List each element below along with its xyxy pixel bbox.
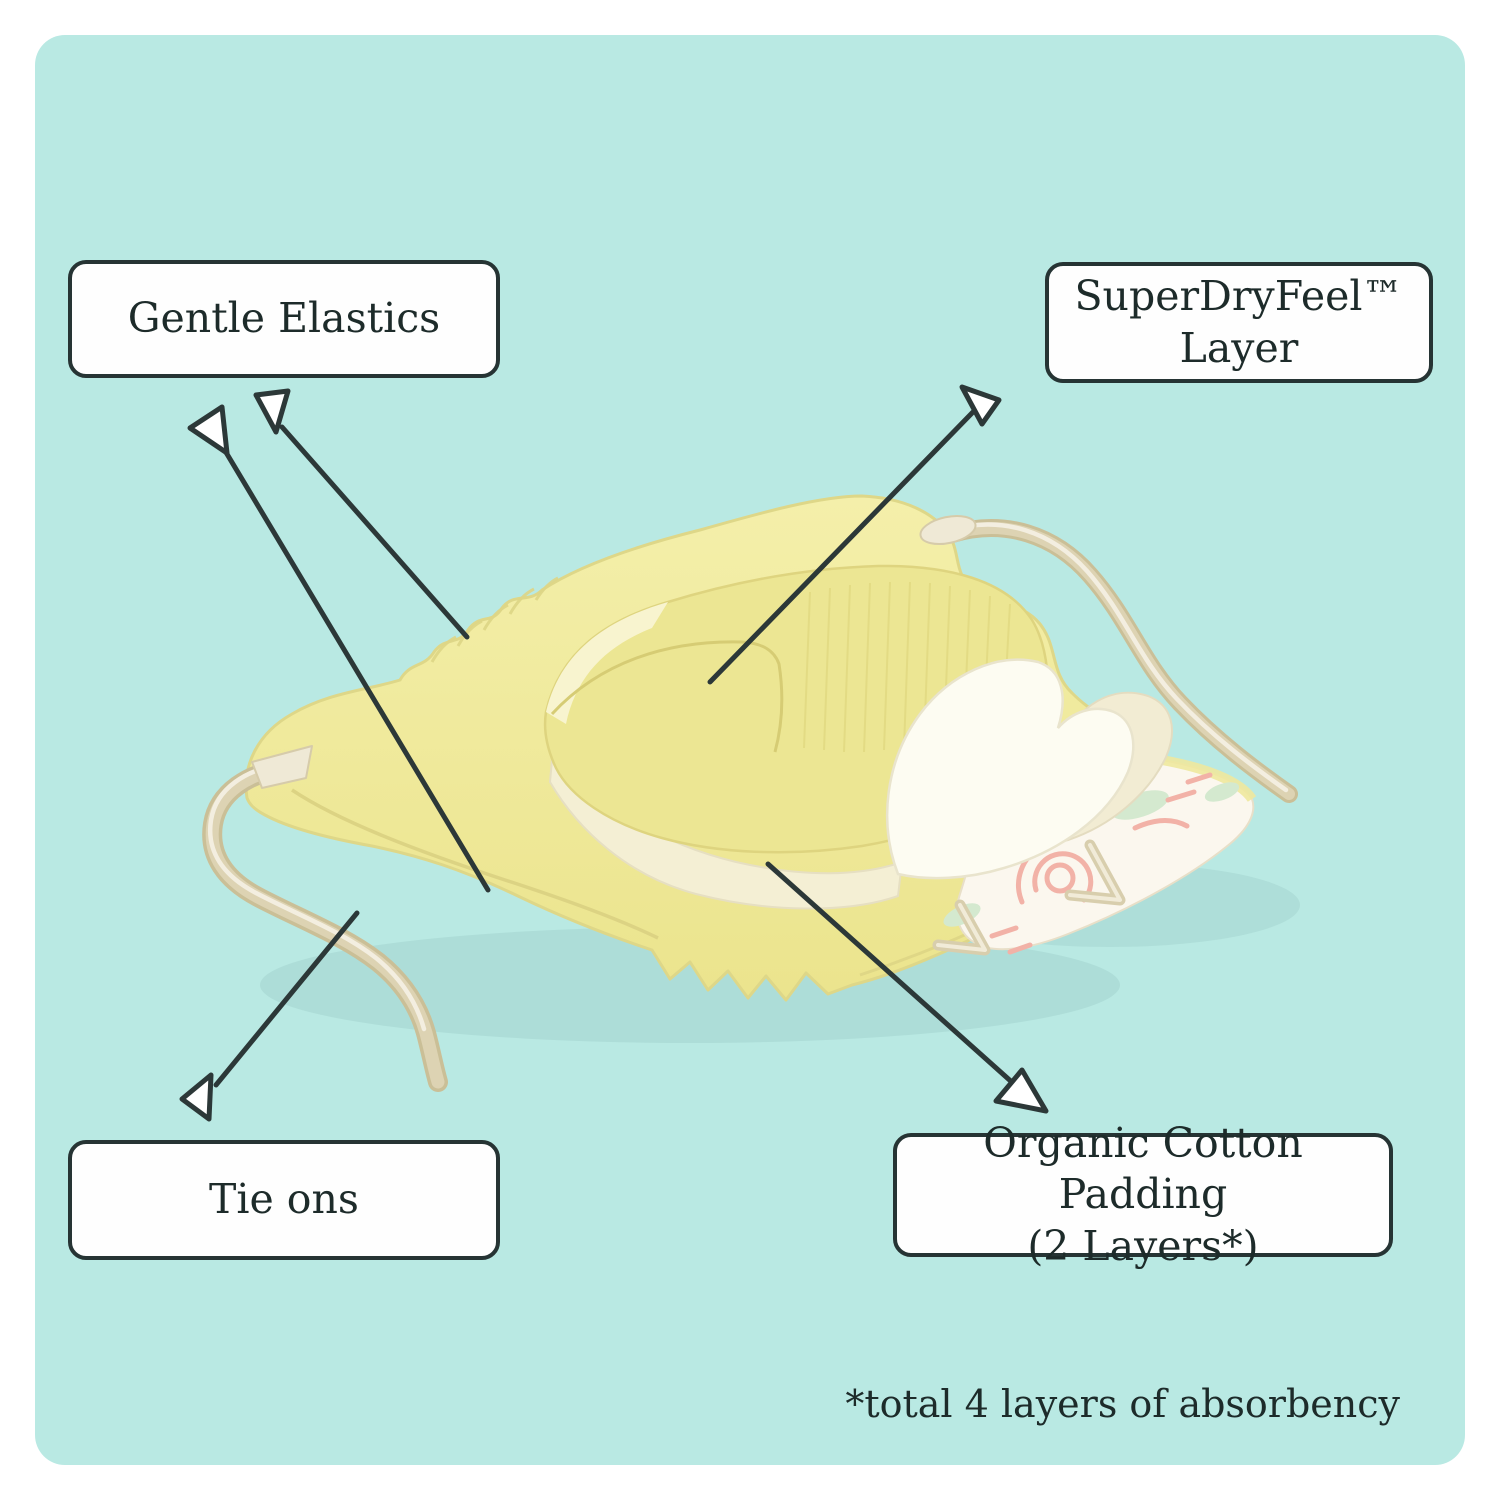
arrow-tie-ons xyxy=(179,910,360,1122)
strap-attach-tab-left xyxy=(251,745,313,789)
organic-cotton-line2: (2 Layers*) xyxy=(1027,1221,1259,1270)
arrow-superdryfeel xyxy=(707,384,1002,685)
cotton-wave-white xyxy=(885,658,1135,880)
label-gentle-elastics: Gentle Elastics xyxy=(68,260,500,378)
tie-strap-right xyxy=(919,515,1298,803)
wing-strap-loops xyxy=(932,839,1126,956)
callout-arrows xyxy=(179,384,1049,1122)
label-superdryfeel: SuperDryFeel™ Layer xyxy=(1045,262,1433,383)
label-organic-cotton: Organic Cotton Padding (2 Layers*) xyxy=(893,1119,1393,1270)
superdryfeel-line1: SuperDryFeel™ xyxy=(1074,271,1404,320)
arrow-gentle-elastics-bottom xyxy=(187,404,491,893)
gentle-elastics-text: Gentle Elastics xyxy=(127,294,441,343)
footnote: *total 4 layers of absorbency xyxy=(845,1382,1400,1426)
label-tie-ons: Tie ons xyxy=(68,1140,500,1260)
organic-cotton-line1: Organic Cotton Padding xyxy=(983,1118,1303,1219)
elastic-gathers xyxy=(430,576,559,663)
flap-stitch-line xyxy=(550,640,784,753)
strap-attach-tab-right xyxy=(919,515,977,545)
arrow-organic-cotton xyxy=(765,861,1049,1114)
superdryfeel-line2: Layer xyxy=(1179,323,1299,372)
wing-pink-pattern xyxy=(989,772,1213,955)
arrow-gentle-elastics-top xyxy=(253,388,470,640)
tie-strap-left xyxy=(202,745,448,1092)
tie-ons-text: Tie ons xyxy=(209,1175,359,1224)
flap-lifted-edge xyxy=(546,602,668,724)
bottom-seam-stitch xyxy=(291,788,659,940)
